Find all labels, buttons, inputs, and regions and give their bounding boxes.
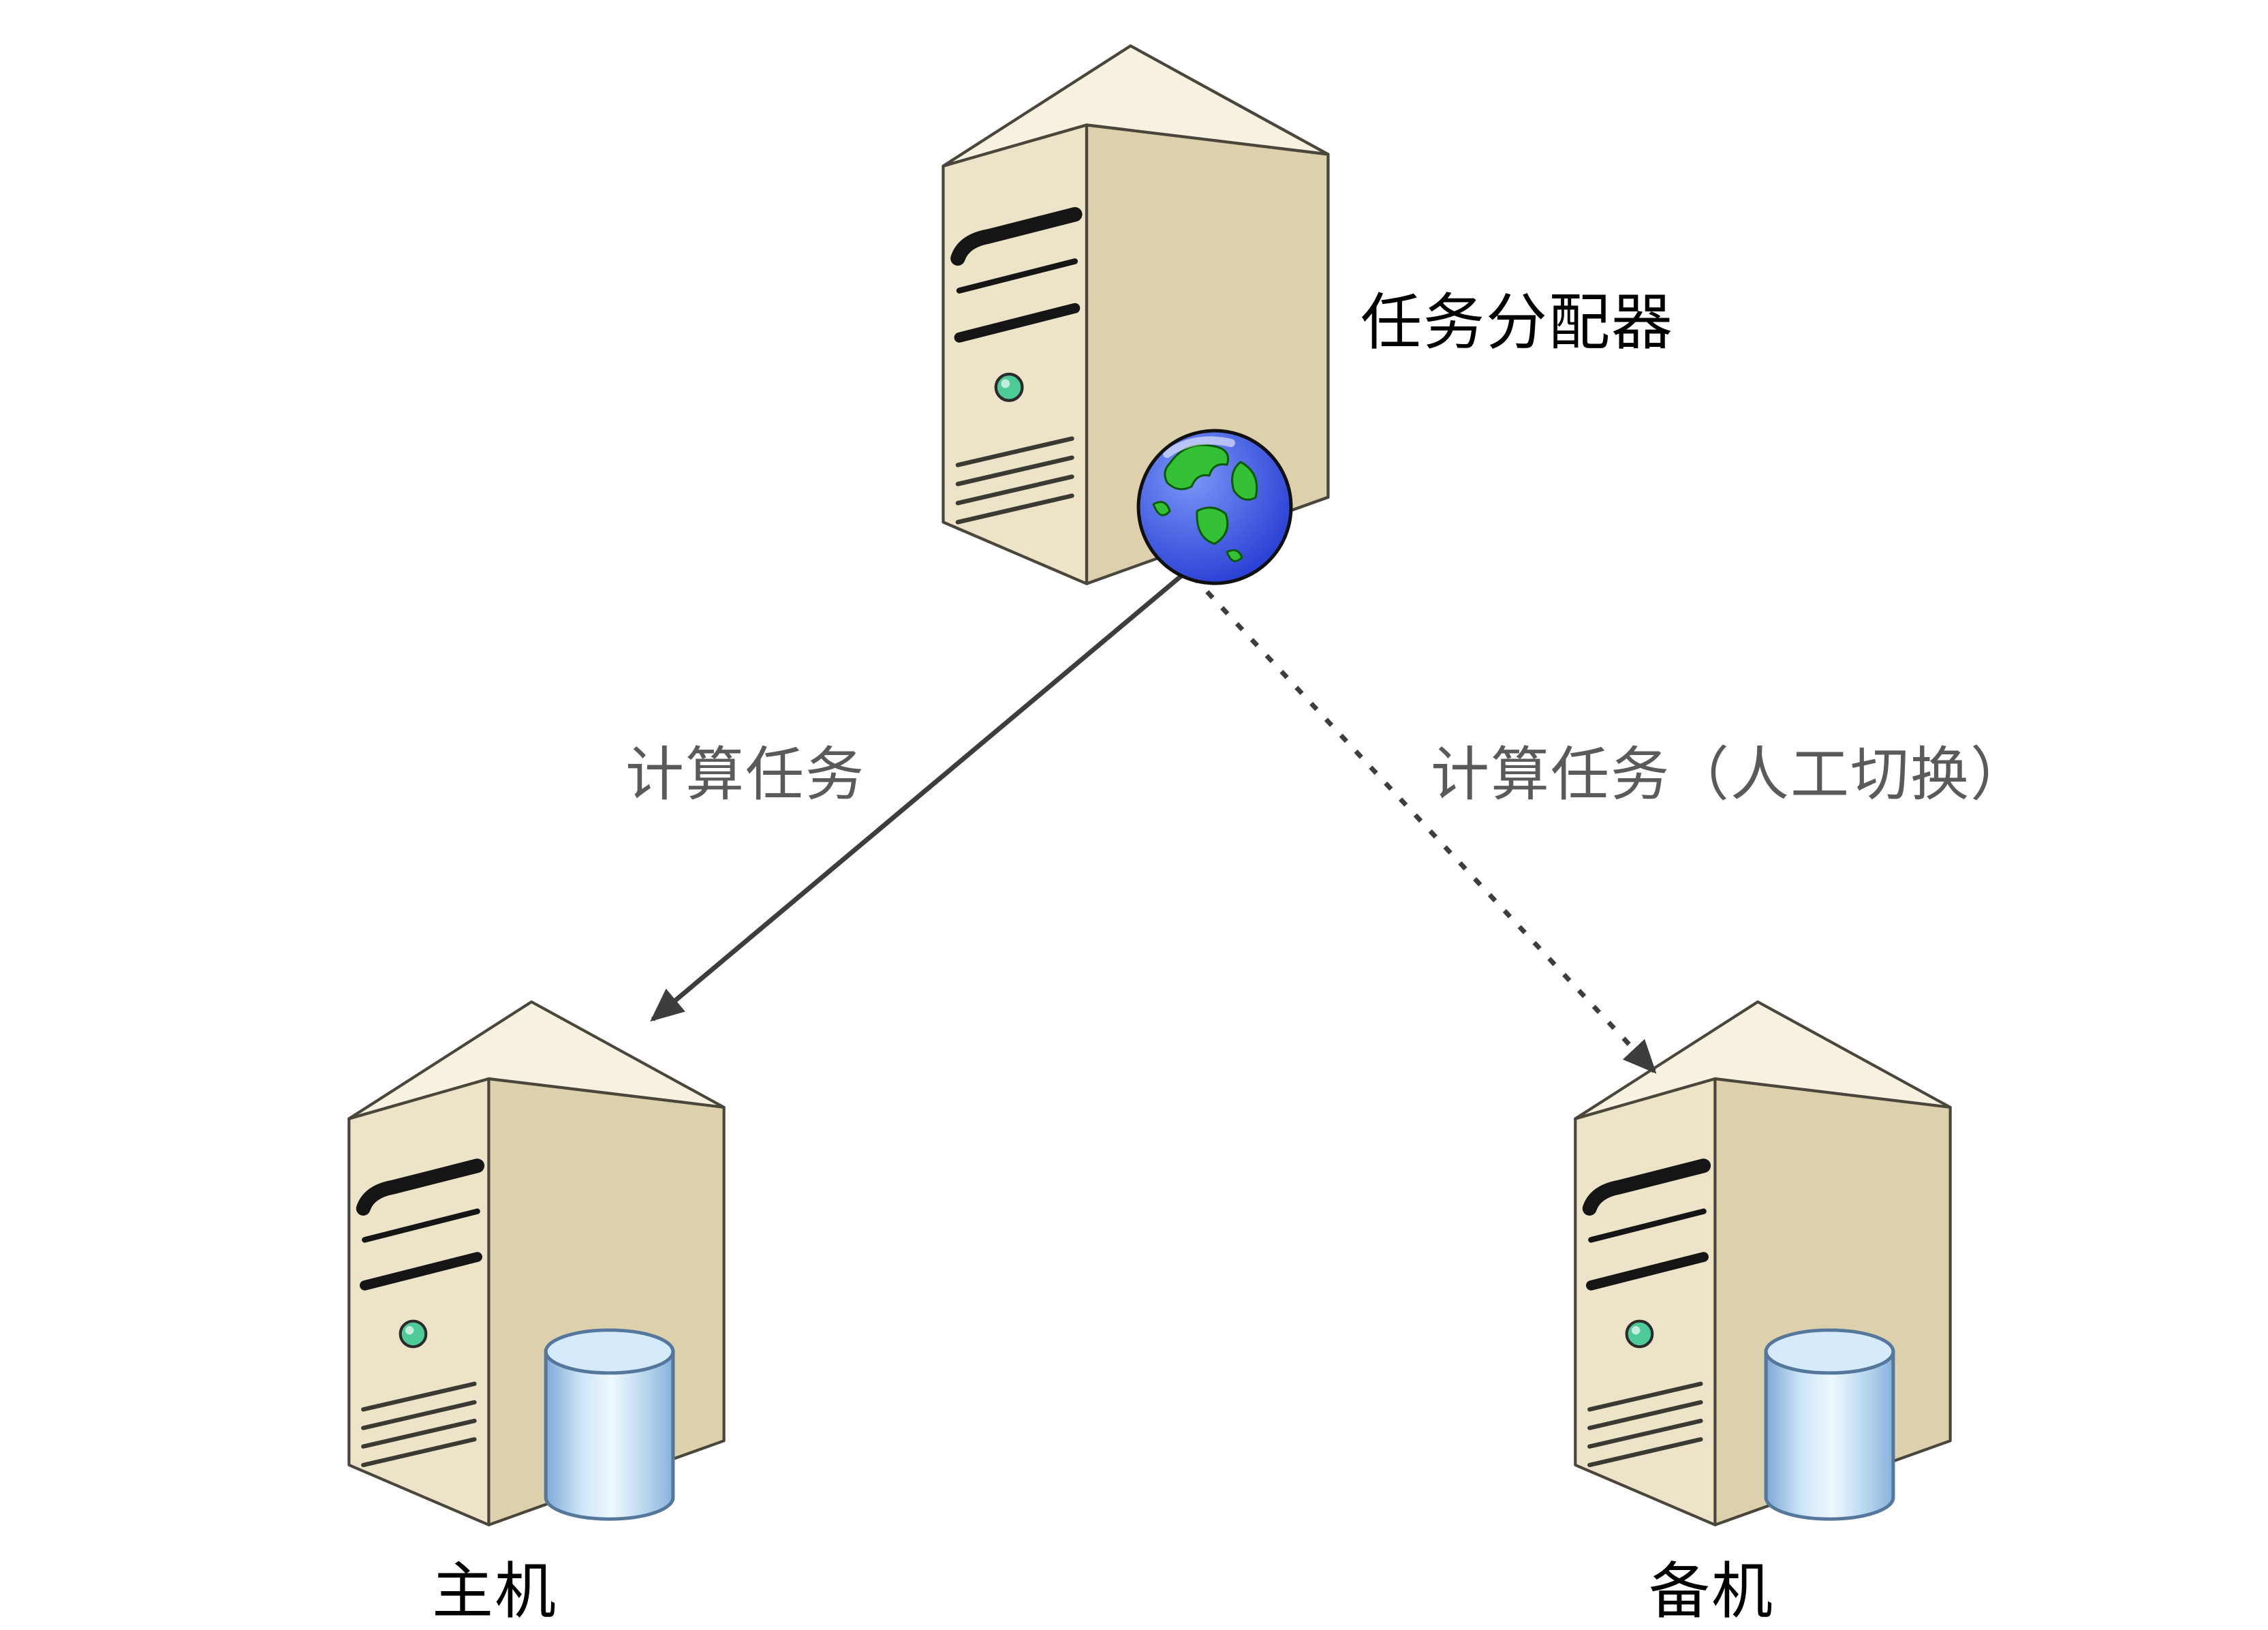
edge-label-compute-task: 计算任务 [625, 742, 865, 808]
edge-compute-task [650, 570, 1187, 1022]
backup-label: 备机 [1649, 1558, 1774, 1626]
edge-label-compute-task-manual: 计算任务（人工切换） [1431, 742, 2030, 808]
primary-label: 主机 [432, 1558, 557, 1626]
dispatcher-label: 任务分配器 [1361, 289, 1674, 357]
backup-database-icon [1760, 1326, 1899, 1527]
primary-database-icon [540, 1326, 679, 1527]
edge-compute-task-manual [1190, 574, 1657, 1074]
globe-icon [1133, 425, 1296, 589]
